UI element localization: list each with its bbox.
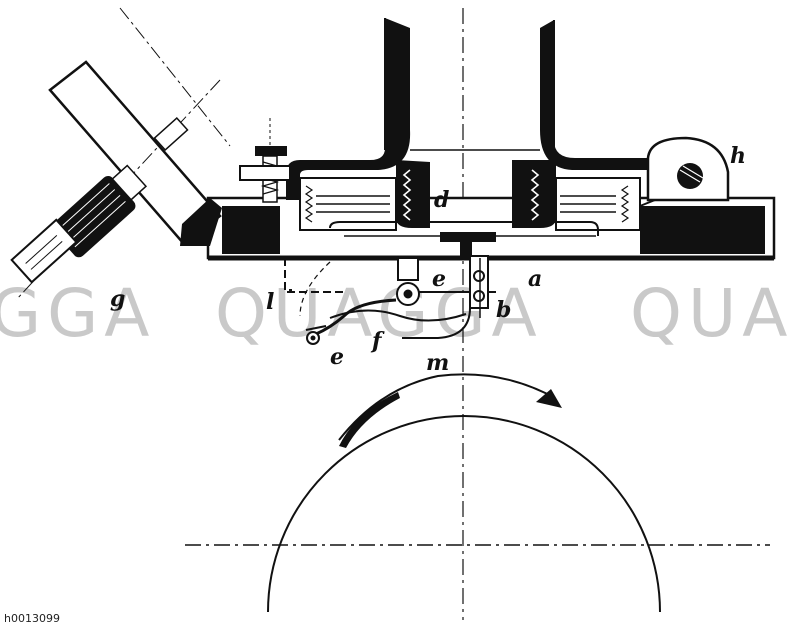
label-h: h <box>730 143 746 169</box>
wheel <box>185 415 770 613</box>
threaded-bushing-left <box>396 160 430 228</box>
label-l: l <box>266 289 274 315</box>
image-id: h0013099 <box>4 612 60 625</box>
label-a: a <box>528 266 542 292</box>
inclined-arm <box>15 7 231 301</box>
lens-barrel <box>10 164 148 284</box>
label-f: f <box>370 328 385 354</box>
label-b: b <box>496 297 511 323</box>
label-m: m <box>426 350 449 376</box>
adjusting-screw <box>239 118 291 203</box>
upper-housing <box>286 18 672 200</box>
label-e-upper: e <box>432 266 446 292</box>
label-g: g <box>110 286 125 312</box>
lever-mechanism <box>284 255 496 345</box>
watermark-text-1: GGA <box>0 275 155 352</box>
part-labels: h d a b e l e f m g <box>110 143 746 376</box>
base-plate <box>206 196 776 261</box>
rotation-arrow <box>338 373 562 448</box>
label-e-lower: e <box>330 344 344 370</box>
watermark-text-3: QUA <box>630 275 793 352</box>
diaphragm <box>329 221 599 258</box>
hinge <box>646 136 730 202</box>
label-d: d <box>434 187 449 213</box>
threaded-bushing-right <box>512 160 556 228</box>
